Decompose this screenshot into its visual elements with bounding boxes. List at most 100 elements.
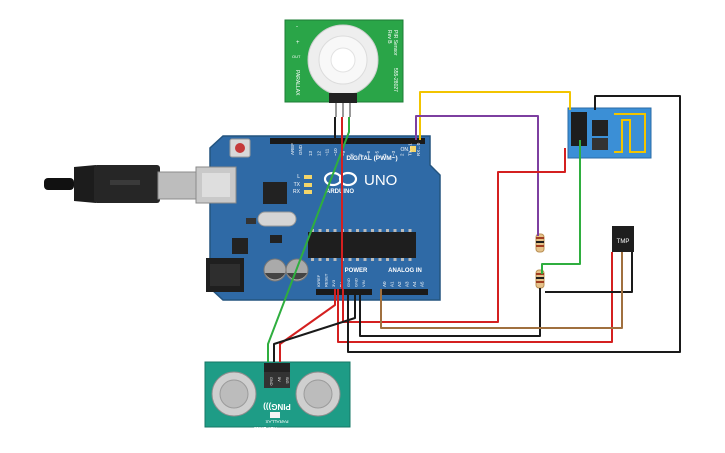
chip-pin: [386, 258, 389, 261]
wire-purple: [415, 115, 539, 236]
usb-cable-end: [44, 178, 74, 190]
label-l: L: [297, 174, 300, 180]
chip-pin: [326, 258, 329, 261]
digital-pin-label: TX→1: [408, 143, 413, 156]
pir-label-b: Rev B: [386, 30, 392, 44]
ping-rev: REV C: [262, 426, 277, 431]
digital-label: DIGITAL (PWM~): [346, 155, 397, 162]
digital-pin-label: ~10: [333, 148, 338, 156]
digital-pin-label: 12: [316, 150, 321, 156]
power-pin-label: RESET: [324, 273, 329, 287]
chip-pin: [371, 258, 374, 261]
chip-pin: [378, 258, 382, 261]
analog-header: [380, 289, 428, 295]
chip-pin: [393, 258, 397, 261]
usb-strain-relief: [74, 165, 96, 203]
pir-pin-minus: -: [296, 24, 298, 30]
tmp-label: TMP: [617, 239, 630, 245]
digital-pin-label: ~5: [374, 150, 379, 156]
usb-interface-chip: [263, 182, 287, 204]
pir-pin-out: OUT: [292, 54, 301, 59]
digital-pin-label: ~6: [366, 150, 371, 156]
tmp-body: [612, 226, 634, 252]
analog-pin-label: A2: [397, 281, 402, 287]
pir-header: [329, 93, 357, 103]
chip-pin: [311, 258, 314, 261]
pir-label-a: PIR Sensor: [392, 30, 398, 56]
ping-label: PING))): [263, 402, 291, 411]
wire-black-tmp: [545, 252, 633, 293]
chip-pin: [356, 229, 359, 232]
analog-label: ANALOG IN: [388, 268, 422, 274]
chip-pin: [393, 229, 397, 232]
wire-red-tmp: [337, 252, 613, 343]
brand-label: ARDUINO: [326, 189, 354, 195]
wire-brown-analog: [380, 252, 623, 329]
crystal-oscillator: [257, 211, 297, 227]
ping-sub: PARALLAX: [266, 419, 289, 424]
tmp36-sensor: TMP: [612, 226, 634, 252]
led-l: [304, 175, 312, 179]
digital-pin-label: ~3: [391, 150, 396, 156]
resistor-1: [535, 233, 545, 253]
pir-label-d: PARALLAX: [294, 70, 300, 96]
analog-pin-label: A4: [412, 281, 417, 287]
power-pin-label: IOREF: [316, 274, 321, 287]
label-gnd-top: GND: [298, 144, 303, 155]
digital-header: [270, 138, 425, 144]
esp-antenna: [614, 113, 646, 153]
analog-pin-label: A3: [405, 281, 410, 287]
esp-header: [571, 112, 587, 146]
digital-pin-label: RX←0: [416, 142, 421, 156]
chip-pin: [318, 258, 322, 261]
led-rx: [304, 190, 312, 194]
wires: [267, 91, 681, 362]
esp8266-module: [567, 107, 652, 159]
digital-pin-label: ~9: [341, 150, 346, 156]
chip-pin: [363, 258, 367, 261]
chip-pin: [401, 258, 404, 261]
digital-pin-label: 13: [308, 150, 313, 156]
digital-pin-label: 2: [399, 153, 404, 156]
power-pin-label: VIN: [361, 280, 366, 287]
power-pin-label: 3V3: [331, 279, 336, 287]
power-label: POWER: [345, 268, 368, 274]
chip-pin: [356, 258, 359, 261]
chip-pin: [348, 229, 352, 232]
pir-sensor: PIR Sensor Rev B 555-28027 PARALLAX - + …: [284, 19, 404, 117]
wire-black-ping: [273, 289, 356, 362]
analog-pin-label: A5: [420, 281, 425, 287]
digital-pin-label: 8: [350, 153, 355, 156]
model-label: UNO: [364, 172, 397, 189]
wire-green-signal: [267, 117, 350, 362]
pir-label-c: 555-28027: [392, 68, 398, 92]
chip-pin: [378, 229, 382, 232]
ping-pin-label: 5V: [277, 377, 281, 382]
reset-button-cap: [235, 143, 245, 153]
label-on: ON: [401, 147, 409, 153]
chip-pin: [408, 258, 412, 261]
esp-chip: [592, 120, 608, 136]
digital-pin-label: ~11: [325, 148, 330, 156]
ping-pin-label: SIG: [285, 377, 289, 384]
ping-header: [264, 363, 290, 373]
wire-black-res: [359, 288, 541, 337]
chip-pin: [318, 229, 322, 232]
ping-ultrasonic-sensor: GND 5V SIG PING))) PARALLAX 28015 REV C: [204, 361, 351, 431]
wire-red-esp: [342, 148, 566, 323]
chip-pin: [363, 229, 367, 232]
ping-model: 28015: [253, 426, 266, 431]
analog-pin-label: A0: [382, 281, 387, 287]
power-pin-label: GND: [354, 278, 359, 287]
chip-pin: [333, 229, 337, 232]
atmega-chip: [308, 232, 416, 258]
voltage-regulator: [232, 238, 248, 254]
ping-pin-label: GND: [269, 377, 273, 386]
power-pin-label: GND: [346, 278, 351, 287]
label-aref: AREF: [290, 143, 295, 155]
digital-pin-label: 4: [383, 153, 388, 156]
chip-pin: [333, 258, 337, 261]
